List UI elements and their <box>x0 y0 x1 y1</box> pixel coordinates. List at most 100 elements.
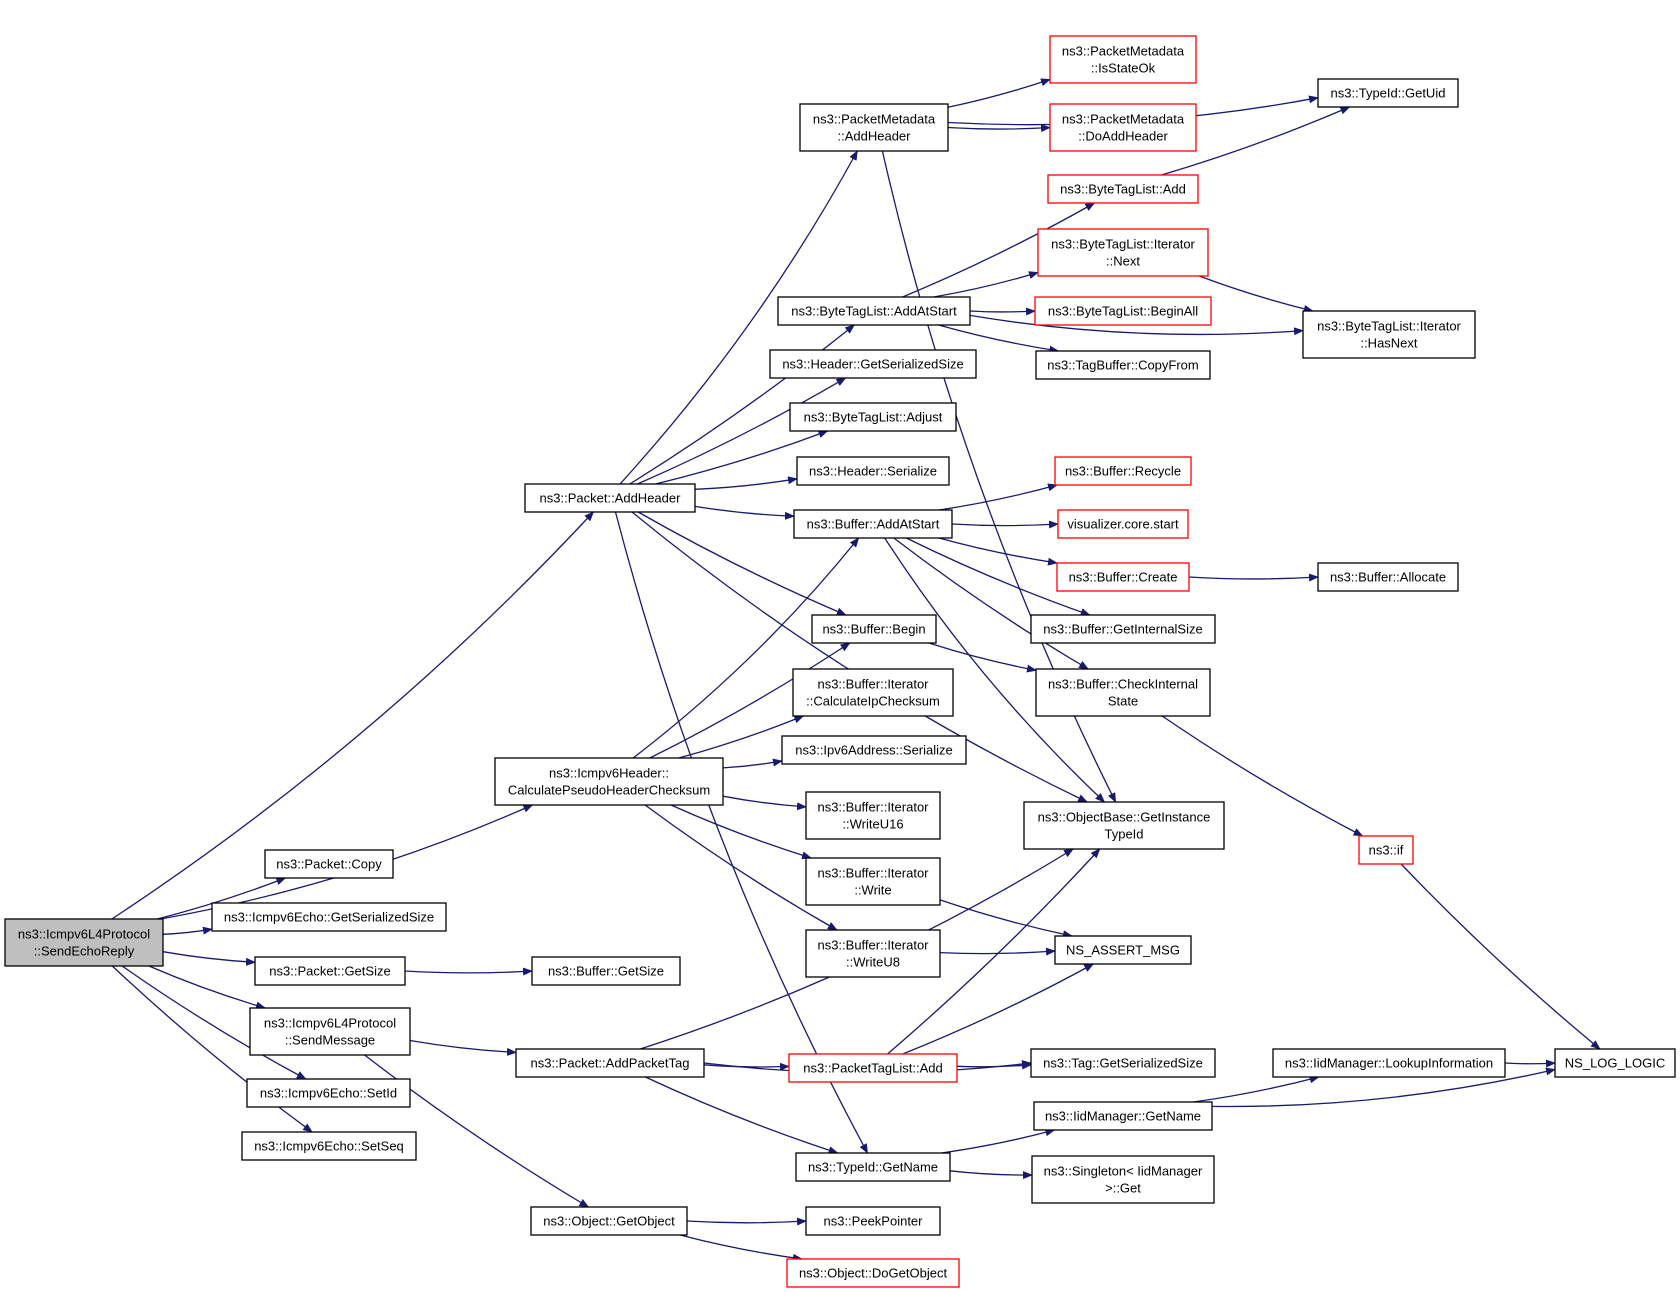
node-label: ns3::Header::Serialize <box>809 464 937 479</box>
node-box <box>249 1007 411 1056</box>
node-label: ns3::PacketMetadata <box>1062 44 1185 59</box>
edge-root-to-echo_getserializedsize <box>162 926 213 935</box>
edge-buffer_addatstart-to-buffer_getinternalsize <box>906 537 1091 616</box>
node-label: NS_ASSERT_MSG <box>1066 943 1180 958</box>
node-buffer_addatstart[interactable]: ns3::Buffer::AddAtStart <box>793 509 953 539</box>
node-box <box>1056 562 1190 592</box>
node-box <box>786 1258 960 1288</box>
node-label: ns3::ByteTagList::Iterator <box>1317 319 1461 334</box>
edge-packet_addpackettag-to-typeid_getname <box>645 1076 839 1155</box>
node-icmpv6header_cpsc[interactable]: ns3::Icmpv6Header::CalculatePseudoHeader… <box>494 757 724 806</box>
node-packet_addheader[interactable]: ns3::Packet::AddHeader <box>524 483 696 513</box>
node-btl_iter_hasnext[interactable]: ns3::ByteTagList::Iterator::HasNext <box>1302 310 1476 359</box>
node-box <box>1272 1048 1506 1078</box>
node-btl_addatstart[interactable]: ns3::ByteTagList::AddAtStart <box>777 296 971 326</box>
edge-btl_addatstart-to-btl_iter_next <box>933 271 1039 298</box>
node-label: ns3::Packet::GetSize <box>269 964 390 979</box>
node-box <box>530 1206 688 1236</box>
node-typeid_getname[interactable]: ns3::TypeId::GetName <box>795 1152 951 1182</box>
node-echo_getserializedsize[interactable]: ns3::Icmpv6Echo::GetSerializedSize <box>211 902 447 932</box>
node-buffer_begin[interactable]: ns3::Buffer::Begin <box>811 614 937 644</box>
node-bi_calcipchecksum[interactable]: ns3::Buffer::Iterator::CalculateIpChecks… <box>792 668 954 717</box>
node-box <box>1035 350 1211 380</box>
edge-buffer_addatstart-to-buffer_create <box>938 537 1058 566</box>
node-tag_getserializedsize[interactable]: ns3::Tag::GetSerializedSize <box>1030 1048 1216 1078</box>
edge-icmpv6header_cpsc-to-bi_write <box>670 804 812 860</box>
edge-packet_addheader-to-header_getserializedsize <box>637 377 847 485</box>
node-btl_adjust[interactable]: ns3::ByteTagList::Adjust <box>789 402 957 432</box>
node-ns_log_logic[interactable]: NS_LOG_LOGIC <box>1554 1048 1676 1078</box>
node-pm_isstateok[interactable]: ns3::PacketMetadata::IsStateOk <box>1049 35 1197 84</box>
node-btl_add[interactable]: ns3::ByteTagList::Add <box>1047 174 1199 204</box>
node-header_serialize[interactable]: ns3::Header::Serialize <box>796 456 950 486</box>
edge-packet_addpackettag-to-ptl_add <box>703 1062 790 1071</box>
node-box <box>789 402 957 432</box>
node-root[interactable]: ns3::Icmpv6L4Protocol::SendEchoReply <box>4 918 164 967</box>
node-buffer_getinternalsize[interactable]: ns3::Buffer::GetInternalSize <box>1030 614 1216 644</box>
edge-btl_addatstart-to-btl_add <box>902 202 1096 298</box>
node-echo_setseq[interactable]: ns3::Icmpv6Echo::SetSeq <box>241 1131 417 1161</box>
node-bi_writeu8[interactable]: ns3::Buffer::Iterator::WriteU8 <box>805 929 941 978</box>
node-ptl_add[interactable]: ns3::PacketTagList::Add <box>788 1053 958 1083</box>
edge-root-to-packet_copy <box>157 877 287 920</box>
node-echo_setid[interactable]: ns3::Icmpv6Echo::SetId <box>246 1078 411 1108</box>
node-box <box>4 918 164 967</box>
node-label: ns3::Singleton< IidManager <box>1044 1164 1203 1179</box>
edge-packet_getsize-to-buffer_getsize <box>404 967 533 976</box>
node-typeid_getuid[interactable]: ns3::TypeId::GetUid <box>1317 78 1459 108</box>
node-packet_addpackettag[interactable]: ns3::Packet::AddPacketTag <box>515 1048 705 1078</box>
node-singleton_get[interactable]: ns3::Singleton< IidManager>::Get <box>1031 1155 1215 1204</box>
node-box <box>1030 614 1216 644</box>
node-btl_iter_next[interactable]: ns3::ByteTagList::Iterator::Next <box>1037 228 1209 277</box>
node-label: ns3::Buffer::Iterator <box>817 866 929 881</box>
node-iidmanager_lookupinfo[interactable]: ns3::IidManager::LookupInformation <box>1272 1048 1506 1078</box>
node-buffer_recycle[interactable]: ns3::Buffer::Recycle <box>1054 456 1192 486</box>
node-tagbuffer_copyfrom[interactable]: ns3::TagBuffer::CopyFrom <box>1035 350 1211 380</box>
node-box <box>793 509 953 539</box>
edge-icmpv6header_cpsc-to-bi_calcipchecksum <box>678 715 805 759</box>
edge-packet_addheader-to-buffer_addatstart <box>694 505 795 520</box>
node-box <box>788 1053 958 1083</box>
nodes-layer: ns3::Icmpv6L4Protocol::SendEchoReplyns3:… <box>4 35 1676 1288</box>
node-ns_assert_msg[interactable]: NS_ASSERT_MSG <box>1054 935 1192 965</box>
node-label: ns3::Icmpv6L4Protocol <box>264 1016 396 1031</box>
node-label: ns3::Object::GetObject <box>543 1214 675 1229</box>
node-object_getobject[interactable]: ns3::Object::GetObject <box>530 1206 688 1236</box>
edge-buffer_addatstart-to-buffer_recycle <box>938 483 1058 511</box>
node-label: ns3::ByteTagList::Iterator <box>1051 237 1195 252</box>
edge-packet_addheader-to-btl_adjust <box>655 430 829 485</box>
node-buffer_getsize[interactable]: ns3::Buffer::GetSize <box>531 956 681 986</box>
node-box <box>792 668 954 717</box>
node-pm_addheader[interactable]: ns3::PacketMetadata::AddHeader <box>799 103 949 152</box>
node-buffer_allocate[interactable]: ns3::Buffer::Allocate <box>1317 562 1459 592</box>
node-ns3_if[interactable]: ns3::if <box>1358 835 1414 865</box>
node-sendmessage[interactable]: ns3::Icmpv6L4Protocol::SendMessage <box>249 1007 411 1056</box>
edge-buffer_addatstart-to-visualizer_start <box>951 520 1059 529</box>
edge-typeid_getname-to-singleton_get <box>949 1170 1033 1180</box>
node-btl_beginall[interactable]: ns3::ByteTagList::BeginAll <box>1034 296 1212 326</box>
node-label: ns3::ByteTagList::Add <box>1060 182 1186 197</box>
node-label: ns3::Tag::GetSerializedSize <box>1043 1056 1203 1071</box>
node-buffer_create[interactable]: ns3::Buffer::Create <box>1056 562 1190 592</box>
node-pm_doaddheader[interactable]: ns3::PacketMetadata::DoAddHeader <box>1049 103 1197 152</box>
edge-packet_addheader-to-header_serialize <box>694 476 798 490</box>
node-packet_getsize[interactable]: ns3::Packet::GetSize <box>254 956 406 986</box>
node-peekpointer[interactable]: ns3::PeekPointer <box>805 1206 941 1236</box>
node-box <box>1317 562 1459 592</box>
node-box <box>805 857 941 906</box>
node-box <box>246 1078 411 1108</box>
node-bi_writeu16[interactable]: ns3::Buffer::Iterator::WriteU16 <box>805 791 941 840</box>
node-packet_copy[interactable]: ns3::Packet::Copy <box>264 849 394 879</box>
node-bi_write[interactable]: ns3::Buffer::Iterator::Write <box>805 857 941 906</box>
edge-icmpv6header_cpsc-to-buffer_begin <box>649 642 851 759</box>
edge-buffer_begin-to-buffer_checkinternalstate <box>928 642 1037 673</box>
node-iidmanager_getname[interactable]: ns3::IidManager::GetName <box>1033 1101 1213 1131</box>
node-box <box>811 614 937 644</box>
node-header_getserializedsize[interactable]: ns3::Header::GetSerializedSize <box>769 349 977 379</box>
edge-buffer_create-to-buffer_allocate <box>1188 573 1319 582</box>
node-object_dogetobject[interactable]: ns3::Object::DoGetObject <box>786 1258 960 1288</box>
node-ipv6addr_serialize[interactable]: ns3::Ipv6Address::Serialize <box>781 735 967 765</box>
node-visualizer_start[interactable]: visualizer.core.start <box>1057 509 1189 539</box>
